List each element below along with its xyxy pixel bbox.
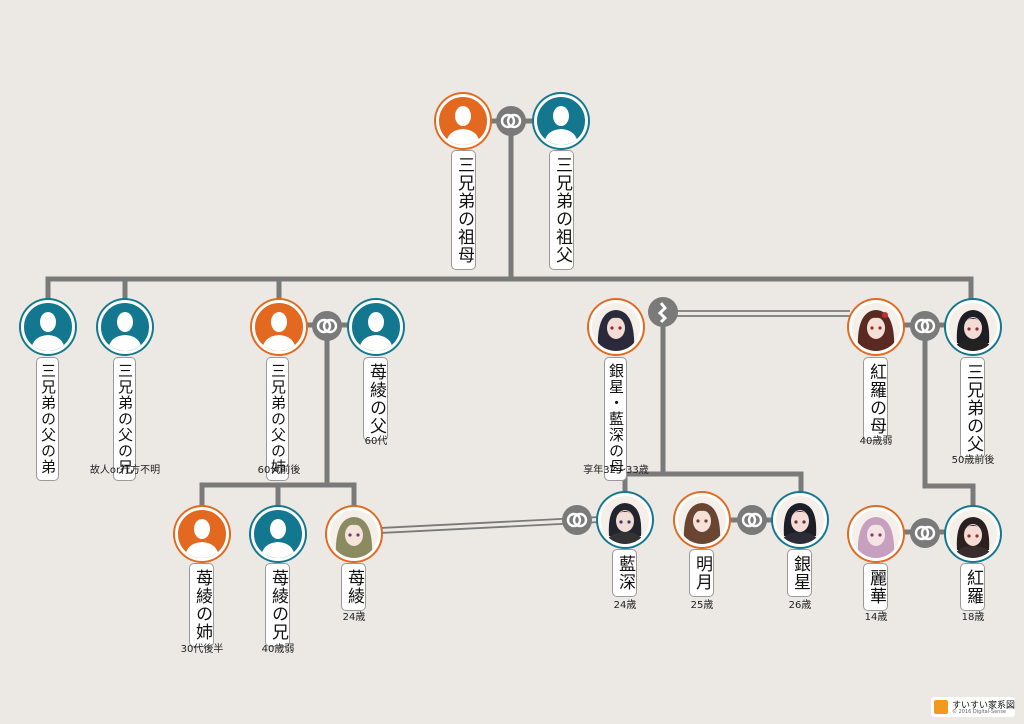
name-label: 三兄弟の父の弟 xyxy=(36,357,59,481)
age-label: 14歳 xyxy=(864,612,888,623)
name-label: 藍深 xyxy=(612,549,637,597)
name-label: 三兄弟の祖父 xyxy=(549,150,574,270)
iryo-father-avatar-icon[interactable] xyxy=(349,300,403,354)
reika-portrait-icon[interactable] xyxy=(849,507,903,561)
marriage-ring-icon xyxy=(910,518,940,548)
meigetsu-portrait-icon[interactable] xyxy=(675,493,729,547)
age-label: 18歳 xyxy=(961,612,985,623)
uncle-younger-avatar-icon[interactable] xyxy=(21,300,75,354)
ranshin-portrait-icon[interactable] xyxy=(598,493,652,547)
name-label: 紅羅 xyxy=(960,563,985,611)
name-label: 苺綾の父 xyxy=(363,357,388,441)
marriage-ring-icon xyxy=(910,311,940,341)
logo-title: すいすい家系図 xyxy=(952,701,1016,711)
name-label: 三兄弟の父の兄 xyxy=(113,357,136,481)
grandmother-avatar-icon[interactable] xyxy=(436,94,490,148)
marriage-ring-icon xyxy=(737,505,767,535)
iryo-sister-avatar-icon[interactable] xyxy=(175,507,229,561)
age-label: 24歳 xyxy=(613,600,637,611)
logo-icon xyxy=(934,700,948,714)
divorce-break-icon xyxy=(648,297,678,327)
age-label: 60代前後 xyxy=(257,465,301,476)
age-label: 40歳弱 xyxy=(859,436,893,447)
name-label: 苺綾の姉 xyxy=(189,563,214,647)
marriage-ring-icon xyxy=(496,106,526,136)
name-label: 銀星・藍深の母 xyxy=(604,357,627,481)
name-label: 三兄弟の父の姉 xyxy=(266,357,289,481)
kora-portrait-icon[interactable] xyxy=(946,507,1000,561)
logo-copyright: © 2016 Digital-Sense xyxy=(952,709,1007,715)
name-label: 紅羅の母 xyxy=(863,357,888,441)
app-logo: すいすい家系図 © 2016 Digital-Sense xyxy=(931,697,1015,717)
age-label: 30代後半 xyxy=(180,644,224,655)
iryo-brother-avatar-icon[interactable] xyxy=(251,507,305,561)
name-label: 麗華 xyxy=(863,563,888,611)
father-portrait-icon[interactable] xyxy=(946,300,1000,354)
iryo-portrait-icon[interactable] xyxy=(327,507,381,561)
name-label: 三兄弟の父 xyxy=(960,357,985,459)
name-label: 銀星 xyxy=(787,549,812,597)
age-label: 25歳 xyxy=(690,600,714,611)
name-label: 苺綾 xyxy=(341,563,366,611)
age-label: 50歳前後 xyxy=(951,455,995,466)
age-label: 26歳 xyxy=(788,600,812,611)
age-label: 40歳弱 xyxy=(261,644,295,655)
aunt-avatar-icon[interactable] xyxy=(252,300,306,354)
marriage-ring-icon xyxy=(312,311,342,341)
kora-mother-portrait-icon[interactable] xyxy=(849,300,903,354)
name-label: 三兄弟の祖母 xyxy=(451,150,476,270)
marriage-ring-icon xyxy=(562,505,592,535)
age-label: 24歳 xyxy=(342,612,366,623)
age-label: 享年32〜33歳 xyxy=(583,465,649,476)
age-label: 故人or行方不明 xyxy=(89,465,161,476)
ginsei-ranshin-mother-portrait-icon[interactable] xyxy=(589,300,643,354)
ginsei-portrait-icon[interactable] xyxy=(773,493,827,547)
uncle-elder-avatar-icon[interactable] xyxy=(98,300,152,354)
age-label: 60代 xyxy=(364,436,388,447)
grandfather-avatar-icon[interactable] xyxy=(534,94,588,148)
name-label: 明月 xyxy=(689,549,714,597)
name-label: 苺綾の兄 xyxy=(265,563,290,647)
